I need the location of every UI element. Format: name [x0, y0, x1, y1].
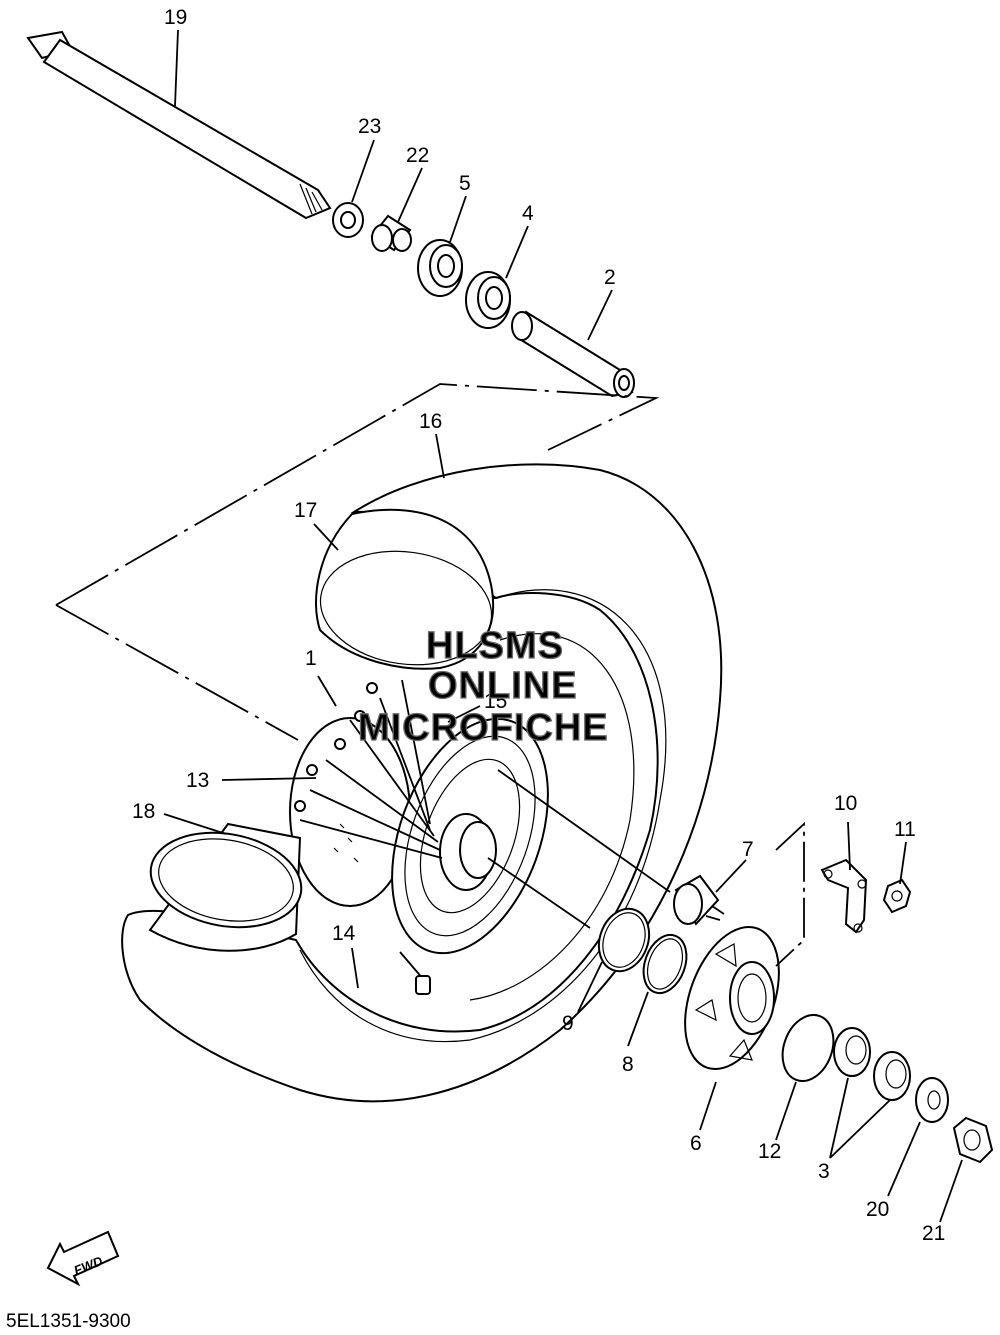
- forward-direction-indicator: FWD: [46, 1230, 120, 1287]
- nut-part-11: [882, 878, 912, 914]
- oring-part-12: [781, 1014, 835, 1082]
- watermark: HLSMS ONLINE MICROFICHE: [357, 624, 609, 749]
- hub-part-6: [684, 925, 780, 1071]
- callout-4: 4: [522, 202, 534, 225]
- callout-3: 3: [818, 1160, 830, 1183]
- bearing-part-4: [465, 271, 511, 329]
- leader-lines: [163, 29, 963, 1223]
- callout-15: 15: [484, 690, 507, 713]
- callout-9: 9: [562, 1012, 574, 1035]
- tube-part-17: [315, 508, 495, 670]
- callout-16: 16: [419, 410, 442, 433]
- oring-part-9: [597, 907, 651, 973]
- tube-part-18: [148, 822, 303, 952]
- callout-14: 14: [332, 922, 356, 945]
- callout-1: 1: [305, 647, 317, 670]
- fwd-arrow-icon: [46, 1230, 120, 1287]
- callout-11: 11: [894, 818, 916, 841]
- collar-part-20: [915, 1077, 949, 1123]
- callout-13: 13: [186, 769, 209, 792]
- drawing-code: 5EL1351-9300: [6, 1311, 131, 1332]
- callout-2: 2: [604, 266, 616, 289]
- valve-part-14: [399, 951, 431, 995]
- collar-part-7: [673, 874, 725, 926]
- collar-part-23: [332, 202, 364, 238]
- watermark-line-2: ONLINE: [428, 665, 578, 707]
- bearing-part-3: [833, 1027, 911, 1101]
- callout-21: 21: [922, 1222, 945, 1245]
- callout-5: 5: [459, 172, 471, 195]
- callout-12: 12: [758, 1140, 781, 1163]
- watermark-line-1: HLSMS: [426, 625, 564, 667]
- spacer-part-2: [511, 310, 635, 398]
- callout-20: 20: [866, 1198, 889, 1221]
- callout-10: 10: [834, 792, 857, 815]
- axle-part-19: [26, 30, 332, 220]
- spacer-part-22: [370, 214, 412, 252]
- bracket-part-10: [775, 821, 868, 967]
- callout-18: 18: [132, 800, 155, 823]
- callout-7: 7: [742, 838, 754, 861]
- callout-6: 6: [690, 1132, 702, 1155]
- callout-17: 17: [294, 499, 317, 522]
- oring-part-8: [642, 933, 688, 995]
- nut-part-21: [952, 1116, 994, 1164]
- assembly-bracket-16: [55, 383, 660, 741]
- watermark-line-3: MICROFICHE: [358, 707, 609, 749]
- callout-19: 19: [164, 6, 187, 29]
- callout-23: 23: [358, 115, 381, 138]
- callout-8: 8: [622, 1053, 634, 1076]
- callout-22: 22: [406, 144, 429, 167]
- bearing-part-5: [417, 239, 463, 297]
